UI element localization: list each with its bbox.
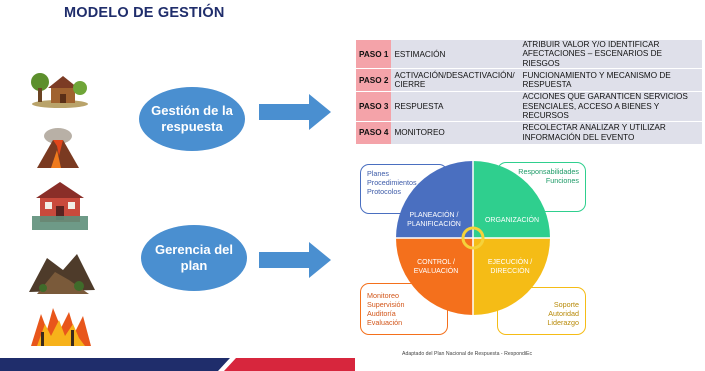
box-item: Planes	[367, 169, 389, 178]
management-cycle: PLANEACIÓN /PLANIFICACIÓN ORGANIZACIÓN E…	[396, 161, 550, 315]
box-item: Soporte	[553, 300, 579, 309]
box-item: Responsabilidades	[518, 167, 579, 176]
paso-descripcion: ACCIONES QUE GARANTICEN SERVICIOS ESENCI…	[519, 91, 702, 122]
wildfire-icon	[31, 308, 91, 346]
box-item: Evaluación	[367, 318, 403, 327]
arrow-right-icon	[259, 94, 331, 130]
footer-stripe	[0, 358, 355, 371]
paso-number: PASO 4	[356, 121, 392, 145]
box-item: Protocolos	[367, 187, 401, 196]
pasos-table: PASO 1 ESTIMACIÓN ATRIBUIR VALOR Y/O IDE…	[356, 40, 702, 145]
table-row: PASO 4 MONITOREO RECOLECTAR ANALIZAR Y U…	[356, 121, 702, 145]
paso-descripcion: ATRIBUIR VALOR Y/O IDENTIFICAR AFECTACIO…	[519, 40, 702, 70]
quadrant-planeacion	[396, 161, 473, 238]
box-item: Autoridad	[548, 309, 579, 318]
oval-label: Gestión de la respuesta	[151, 102, 233, 134]
page-title: MODELO DE GESTIÓN	[64, 5, 225, 21]
quadrant-label: EJECUCIÓN /DIRECCIÓN	[488, 257, 532, 275]
box-item: Procedimientos	[367, 178, 417, 187]
box-item: Supervisión	[367, 300, 405, 309]
table-row: PASO 1 ESTIMACIÓN ATRIBUIR VALOR Y/O IDE…	[356, 40, 702, 70]
credit-note: Adaptado del Plan Nacional de Respuesta …	[402, 351, 533, 357]
paso-number: PASO 3	[356, 91, 392, 122]
paso-descripcion: FUNCIONAMIENTO Y MECANISMO DE RESPUESTA	[519, 68, 702, 93]
house-tree-icon	[31, 73, 88, 108]
landslide-icon	[29, 254, 95, 294]
oval-gestion-respuesta: Gestión de la respuesta	[139, 87, 245, 151]
arrow-right-icon	[259, 242, 331, 278]
paso-number: PASO 1	[356, 40, 392, 70]
quadrant-organizacion	[473, 161, 550, 238]
box-item: Funciones	[545, 176, 579, 185]
table-row: PASO 2 ACTIVACIÓN/DESACTIVACIÓN/CIERRE F…	[356, 68, 702, 93]
center-ring	[461, 226, 485, 250]
quadrant-control	[396, 238, 473, 315]
quadrant-label: ORGANIZACIÓN	[485, 215, 539, 224]
table-row: PASO 3 RESPUESTA ACCIONES QUE GARANTICEN…	[356, 91, 702, 122]
box-item: Auditoría	[367, 309, 396, 318]
paso-fase: MONITOREO	[391, 121, 520, 145]
paso-fase: ESTIMACIÓN	[391, 40, 520, 70]
box-item: Monitoreo	[367, 291, 399, 300]
paso-descripcion: RECOLECTAR ANALIZAR Y UTILIZAR INFORMACI…	[519, 121, 702, 145]
quadrant-label: CONTROL /EVALUACIÓN	[414, 259, 459, 275]
paso-fase: RESPUESTA	[391, 91, 520, 122]
volcano-icon	[37, 128, 79, 168]
box-item: Liderazgo	[547, 318, 579, 327]
quadrant-ejecucion	[473, 238, 550, 315]
paso-number: PASO 2	[356, 68, 392, 93]
flooded-house-icon	[32, 182, 88, 230]
paso-fase: ACTIVACIÓN/DESACTIVACIÓN/CIERRE	[391, 68, 520, 93]
oval-gerencia-plan: Gerencia del plan	[141, 225, 247, 291]
oval-label: Gerencia del plan	[154, 241, 234, 273]
quadrant-label: PLANEACIÓN /PLANIFICACIÓN	[407, 210, 461, 228]
